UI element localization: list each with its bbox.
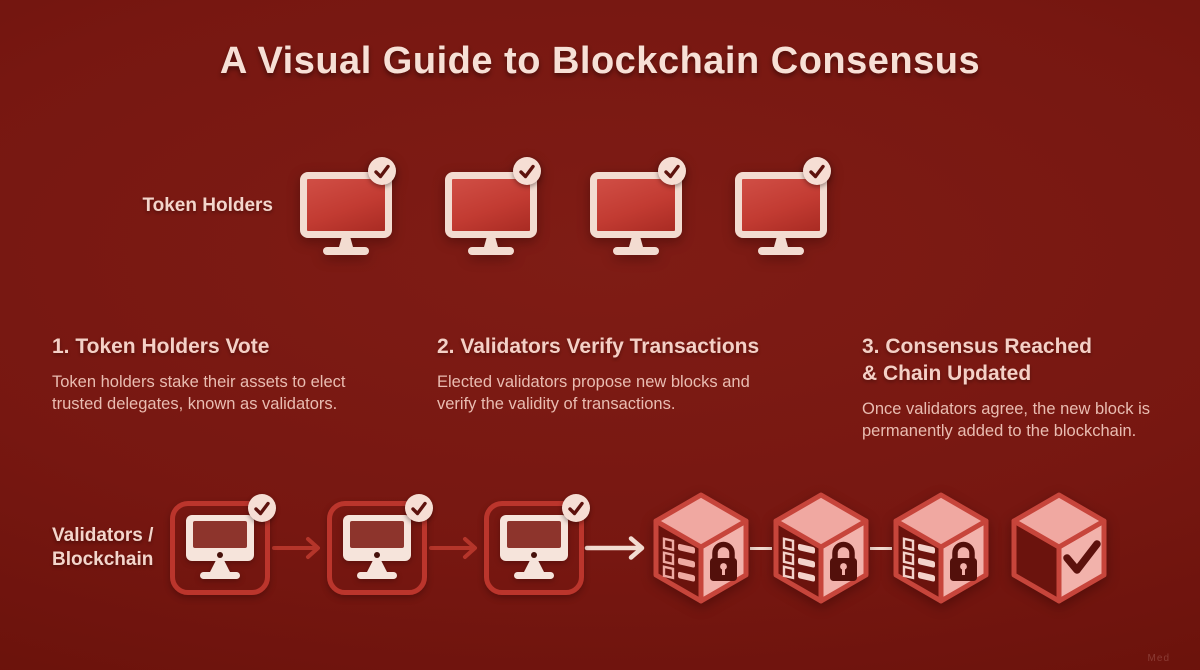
step-2-heading: 2. Validators Verify Transactions	[437, 335, 760, 358]
monitor-camera-dot	[217, 552, 223, 558]
step-2: 2. Validators Verify Transactions Electe…	[437, 334, 827, 415]
ledger-list-icon	[662, 537, 695, 582]
check-badge	[513, 157, 541, 185]
check-icon	[254, 501, 270, 516]
step-2-description: Elected validators propose new blocks an…	[437, 372, 750, 413]
token-holder-monitors	[300, 157, 831, 255]
validator-node	[327, 494, 433, 595]
check-badge	[248, 494, 276, 522]
token-holders-row: Token Holders	[60, 157, 831, 255]
chain-link-line	[750, 546, 772, 550]
monitor-stand	[774, 238, 788, 247]
check-icon	[411, 501, 427, 516]
monitor-screen	[193, 521, 247, 548]
lock-icon	[830, 541, 857, 581]
chain-link-line	[870, 546, 892, 550]
monitor-stand	[484, 238, 498, 247]
monitor-base	[200, 572, 240, 579]
monitor-screen	[507, 521, 561, 548]
monitor-base	[468, 247, 514, 255]
monitor-base	[323, 247, 369, 255]
step-3: 3. Consensus Reached & Chain Updated Onc…	[862, 334, 1177, 442]
monitor-icon	[590, 157, 686, 255]
check-icon	[519, 164, 535, 179]
check-icon	[374, 164, 390, 179]
block-cube-locked	[893, 492, 989, 604]
check-badge	[562, 494, 590, 522]
arrow-right-icon	[272, 537, 320, 559]
check-badge	[405, 494, 433, 522]
monitor-icon	[445, 157, 541, 255]
ledger-list-icon	[902, 537, 935, 582]
monitor-stand	[339, 238, 353, 247]
monitor-stand	[524, 561, 544, 572]
ledger-list-icon	[782, 537, 815, 582]
monitor-icon	[343, 515, 411, 581]
check-badge	[658, 157, 686, 185]
validator-node	[484, 494, 590, 595]
monitor-icon	[300, 157, 396, 255]
check-badge	[368, 157, 396, 185]
monitor-base	[357, 572, 397, 579]
monitor-camera-dot	[374, 552, 380, 558]
page-title: A Visual Guide to Blockchain Consensus	[219, 40, 981, 82]
monitor-stand	[210, 561, 230, 572]
step-1-heading: 1. Token Holders Vote	[52, 335, 270, 358]
monitor-base	[514, 572, 554, 579]
monitor-stand	[629, 238, 643, 247]
monitor-camera-dot	[531, 552, 537, 558]
step-3-heading: 3. Consensus Reached & Chain Updated	[862, 335, 1092, 385]
check-icon	[809, 164, 825, 179]
step-1: 1. Token Holders Vote Token holders stak…	[52, 334, 397, 415]
step-3-description: Once validators agree, the new block is …	[862, 399, 1150, 440]
validators-blockchain-row: Validators / Blockchain	[52, 488, 1108, 608]
lock-icon	[950, 541, 977, 581]
token-holders-label: Token Holders	[142, 195, 273, 217]
check-icon	[664, 164, 680, 179]
watermark: Med	[1147, 653, 1170, 664]
validators-blockchain-label: Validators / Blockchain	[52, 525, 154, 570]
monitor-screen	[590, 172, 682, 238]
check-icon	[1063, 540, 1101, 574]
monitor-icon	[500, 515, 568, 581]
block-cube-confirmed	[1011, 492, 1107, 604]
block-cube-locked	[773, 492, 869, 604]
monitor-icon	[186, 515, 254, 581]
block-cube-locked	[653, 492, 749, 604]
validator-node	[170, 494, 276, 595]
monitor-screen	[350, 521, 404, 548]
monitor-base	[758, 247, 804, 255]
check-icon	[568, 501, 584, 516]
arrow-right-icon	[429, 537, 477, 559]
step-1-description: Token holders stake their assets to elec…	[52, 372, 346, 413]
monitor-stand	[367, 561, 387, 572]
monitor-icon	[735, 157, 831, 255]
check-badge	[803, 157, 831, 185]
arrow-right-icon	[584, 536, 645, 560]
lock-icon	[710, 541, 737, 581]
monitor-screen	[735, 172, 827, 238]
monitor-base	[613, 247, 659, 255]
